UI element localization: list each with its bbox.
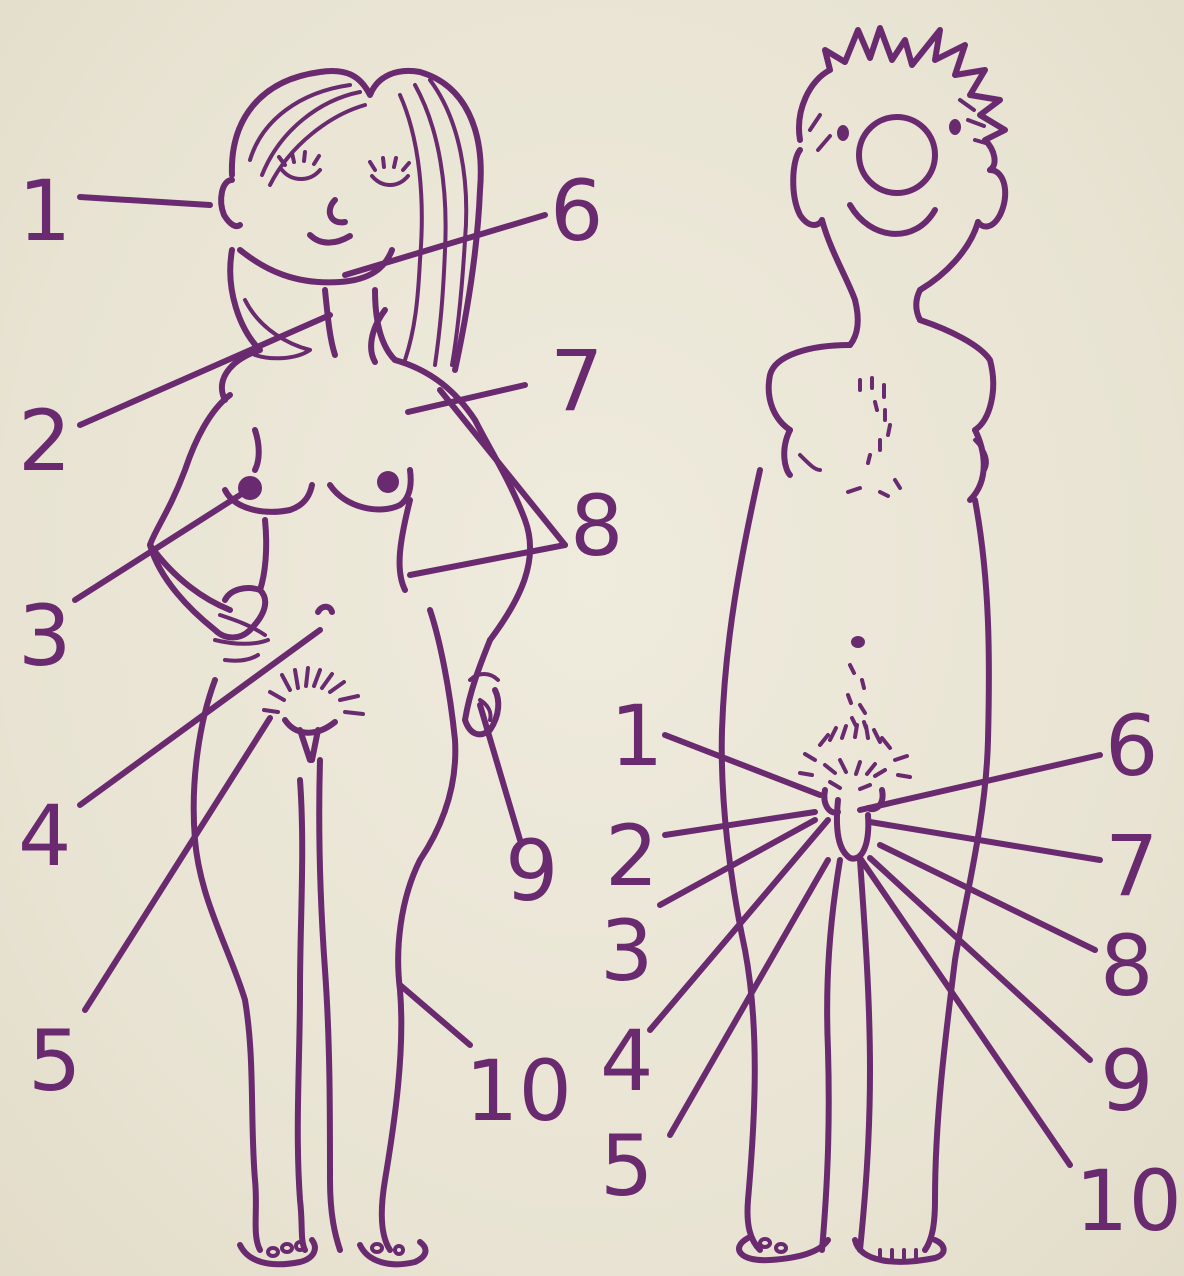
male-label-8: 8 bbox=[1100, 917, 1153, 1015]
female-label-8: 8 bbox=[570, 477, 623, 575]
female-label-10: 10 bbox=[465, 1042, 572, 1140]
male-label-9: 9 bbox=[1100, 1032, 1153, 1130]
female-label-2: 2 bbox=[18, 392, 71, 490]
male-label-4: 4 bbox=[600, 1012, 653, 1110]
female-label-4: 4 bbox=[18, 787, 71, 885]
male-label-5: 5 bbox=[600, 1117, 653, 1215]
female-label-6: 6 bbox=[550, 162, 603, 260]
male-figure bbox=[722, 28, 1005, 1262]
female-label-9: 9 bbox=[505, 822, 558, 920]
male-leader-lines bbox=[650, 735, 1100, 1165]
female-label-5: 5 bbox=[28, 1012, 81, 1110]
female-labels: 1 2 3 4 5 6 7 8 9 10 bbox=[18, 162, 623, 1140]
male-label-7: 7 bbox=[1105, 817, 1158, 915]
female-label-7: 7 bbox=[550, 332, 603, 430]
male-label-2: 2 bbox=[605, 807, 658, 905]
male-label-6: 6 bbox=[1105, 697, 1158, 795]
male-label-1: 1 bbox=[610, 687, 663, 785]
male-label-3: 3 bbox=[600, 902, 653, 1000]
female-label-3: 3 bbox=[18, 587, 71, 685]
female-label-1: 1 bbox=[18, 162, 71, 260]
male-labels: 1 2 3 4 5 6 7 8 9 10 bbox=[600, 687, 1182, 1250]
male-label-10: 10 bbox=[1075, 1152, 1182, 1250]
